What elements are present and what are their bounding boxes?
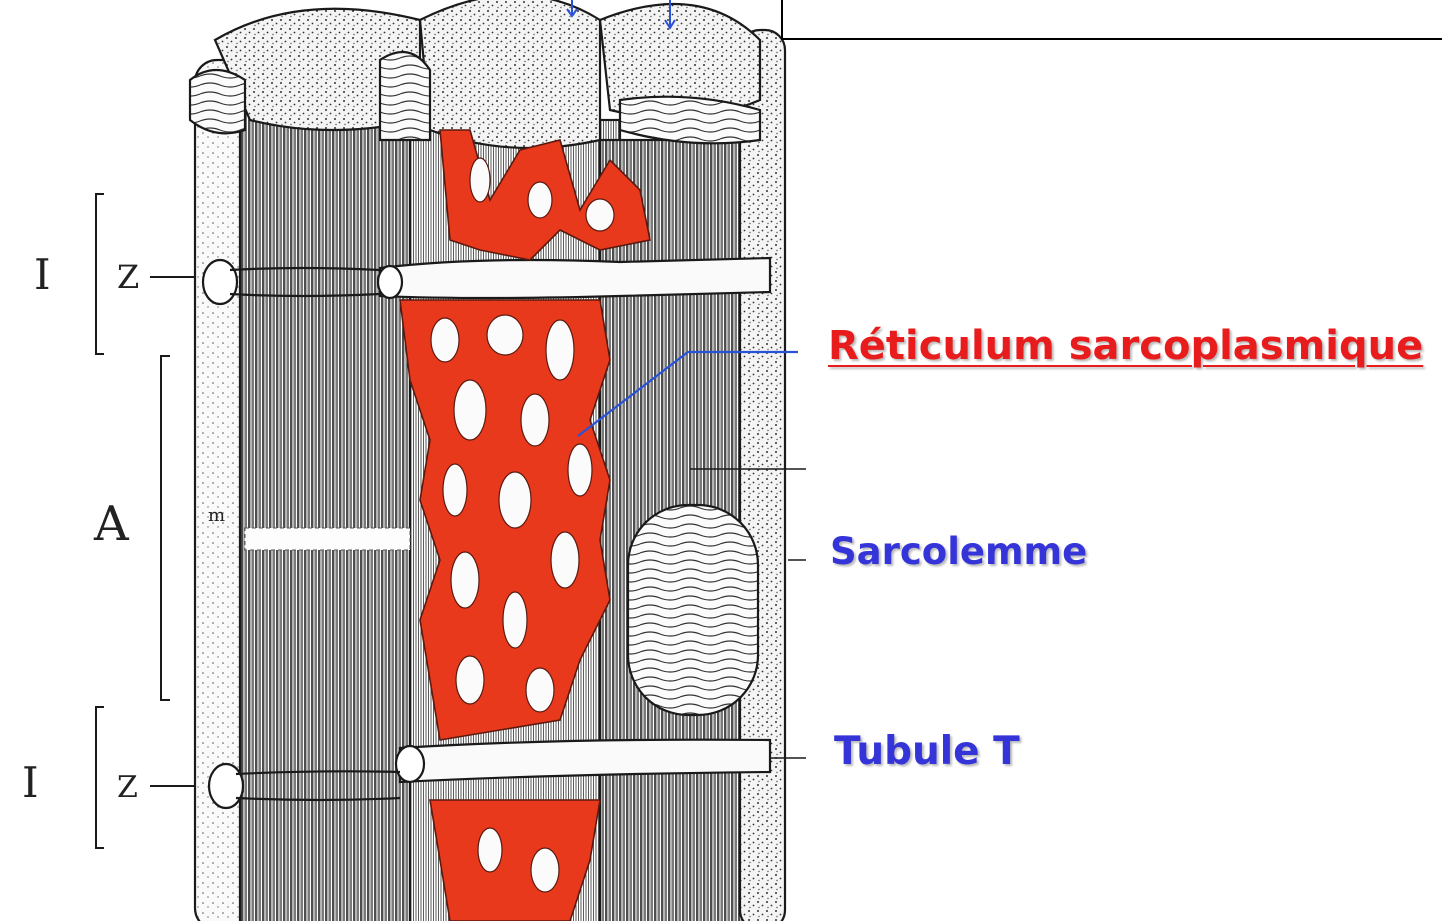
- band-brackets: [95, 193, 215, 849]
- t-tubule-upper: [201, 256, 772, 306]
- band-label-m: m: [208, 505, 226, 526]
- band-label-i-lower: I: [22, 758, 39, 807]
- m-line-band: [244, 527, 411, 551]
- label-sarcolemme: Sarcolemme: [830, 530, 1088, 573]
- reticulum-pointer-line: [577, 350, 798, 437]
- top-caption-box: [781, 0, 1442, 40]
- fibre-cross-sections: [188, 0, 762, 150]
- band-label-z-upper: Z: [117, 258, 140, 296]
- band-label-i-upper: I: [34, 250, 51, 299]
- band-label-a: A: [94, 496, 129, 552]
- band-label-z-lower: Z: [117, 770, 138, 805]
- label-reticulum-sarcoplasmique: Réticulum sarcoplasmique: [828, 323, 1424, 369]
- reticulum-lumens: [430, 157, 615, 893]
- top-arrows: [566, 0, 676, 30]
- mitochondrion: [626, 503, 760, 717]
- t-tubule-lower: [207, 738, 772, 810]
- label-pointer-lines: [577, 350, 806, 759]
- label-tubule-t: Tubule T: [834, 729, 1020, 774]
